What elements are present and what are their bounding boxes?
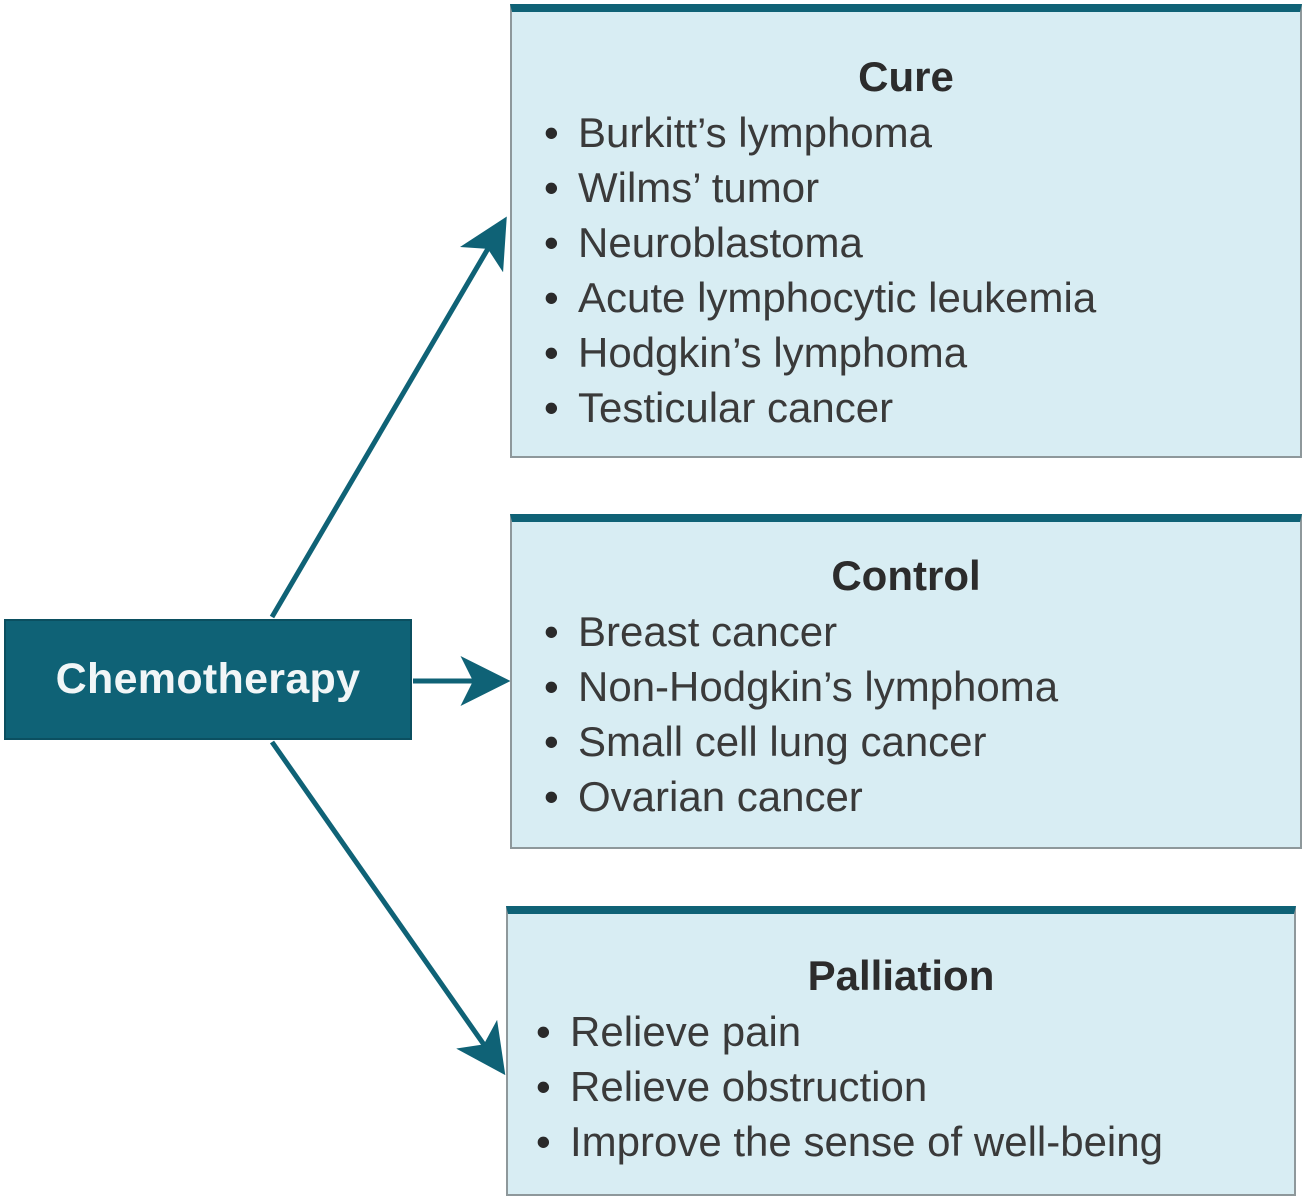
bullet-icon: •	[536, 1063, 551, 1110]
list-item-text: Relieve pain	[570, 1008, 802, 1055]
palliation-panel: Palliation • Relieve pain • Relieve obstru…	[506, 906, 1296, 1196]
chemotherapy-label: Chemotherapy	[55, 655, 361, 703]
bullet-icon: •	[544, 164, 559, 211]
list-item: • Relieve obstruction	[536, 1059, 1294, 1114]
palliation-list: • Relieve pain • Relieve obstruction • Impr…	[508, 1004, 1294, 1169]
cure-panel: Cure • Burkitt’s lymphoma • Wilms’ tumor •…	[510, 4, 1302, 458]
list-item-text: Testicular cancer	[578, 384, 894, 431]
bullet-icon: •	[536, 1118, 551, 1165]
list-item: • Small cell lung cancer	[544, 714, 1300, 769]
list-item-text: Acute lymphocytic leukemia	[578, 274, 1097, 321]
list-item-text: Burkitt’s lymphoma	[578, 109, 933, 156]
control-panel: Control • Breast cancer • Non-Hodgkin’s ly…	[510, 514, 1302, 849]
list-item: • Hodgkin’s lymphoma	[544, 325, 1300, 380]
bullet-icon: •	[544, 718, 559, 765]
cure-list: • Burkitt’s lymphoma • Wilms’ tumor • Neuro…	[512, 105, 1300, 435]
list-item-text: Ovarian cancer	[578, 773, 863, 820]
list-item-text: Hodgkin’s lymphoma	[578, 329, 968, 376]
chemotherapy-box: Chemotherapy	[4, 619, 412, 740]
list-item: • Breast cancer	[544, 604, 1300, 659]
list-item-text: Neuroblastoma	[578, 219, 863, 266]
bullet-icon: •	[536, 1008, 551, 1055]
bullet-icon: •	[544, 384, 559, 431]
list-item: • Wilms’ tumor	[544, 160, 1300, 215]
list-item-text: Non-Hodgkin’s lymphoma	[578, 663, 1059, 710]
list-item: • Testicular cancer	[544, 380, 1300, 435]
list-item: • Ovarian cancer	[544, 769, 1300, 824]
bullet-icon: •	[544, 274, 559, 321]
list-item: • Acute lymphocytic leukemia	[544, 270, 1300, 325]
bullet-icon: •	[544, 109, 559, 156]
bullet-icon: •	[544, 219, 559, 266]
list-item: • Non-Hodgkin’s lymphoma	[544, 659, 1300, 714]
list-item-text: Small cell lung cancer	[578, 718, 987, 765]
arrow-to-palliation	[269, 740, 506, 1076]
bullet-icon: •	[544, 608, 559, 655]
control-title: Control	[831, 552, 981, 599]
list-item-text: Wilms’ tumor	[578, 164, 820, 211]
list-item: • Improve the sense of well-being	[536, 1114, 1294, 1169]
list-item-text: Improve the sense of well-being	[570, 1118, 1163, 1165]
list-item: • Neuroblastoma	[544, 215, 1300, 270]
list-item: • Burkitt’s lymphoma	[544, 105, 1300, 160]
cure-title: Cure	[858, 53, 954, 100]
palliation-title: Palliation	[807, 952, 995, 999]
bullet-icon: •	[544, 329, 559, 376]
bullet-icon: •	[544, 663, 559, 710]
arrow-to-cure	[269, 216, 507, 619]
list-item-text: Breast cancer	[578, 608, 838, 655]
bullet-icon: •	[544, 773, 559, 820]
control-list: • Breast cancer • Non-Hodgkin’s lymphoma •…	[512, 604, 1300, 824]
list-item-text: Relieve obstruction	[570, 1063, 928, 1110]
list-item: • Relieve pain	[536, 1004, 1294, 1059]
